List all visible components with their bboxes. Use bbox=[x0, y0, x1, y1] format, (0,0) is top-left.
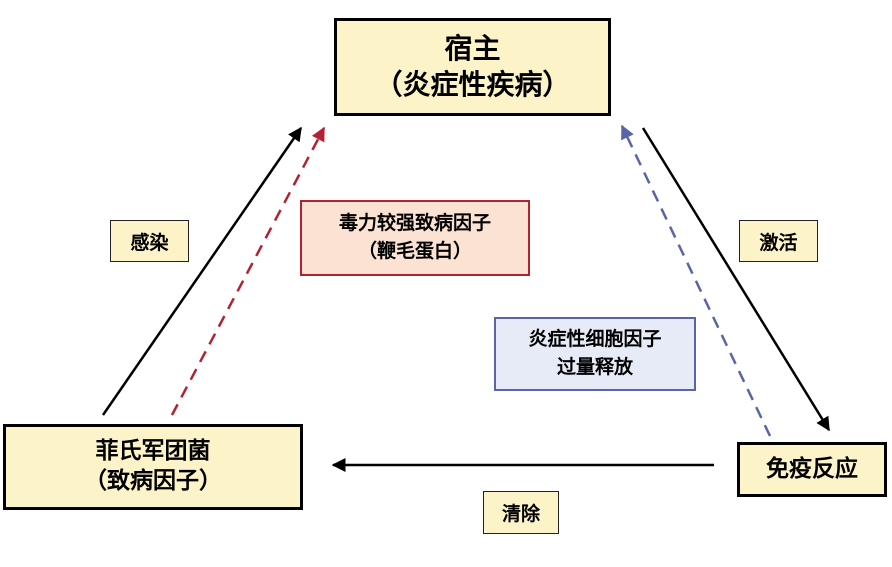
infection-arrow bbox=[101, 126, 303, 416]
activation-label: 激活 bbox=[739, 220, 818, 262]
host-title: 宿主 bbox=[444, 31, 501, 65]
virulence-factor-callout: 毒力较强致病因子 （鞭毛蛋白） bbox=[300, 200, 530, 276]
infection-label: 感染 bbox=[110, 220, 189, 262]
cytokine-dashed-arrow bbox=[620, 124, 772, 437]
bacteria-title: 菲氏军团菌 bbox=[95, 438, 211, 465]
cytokine-callout: 炎症性细胞因子 过量释放 bbox=[494, 317, 696, 391]
bacteria-subtitle: （致病因子） bbox=[84, 468, 222, 494]
immune-response-title: 免疫反应 bbox=[766, 455, 858, 482]
activation-arrow bbox=[641, 127, 831, 432]
virulence-factor-line1: 毒力较强致病因子 bbox=[338, 212, 491, 235]
virulence-factor-line2: （鞭毛蛋白） bbox=[357, 240, 472, 262]
host-subtitle: （炎症性疾病） bbox=[374, 68, 571, 101]
virulence-dashed-arrow bbox=[170, 126, 326, 416]
clearance-label: 清除 bbox=[483, 491, 559, 534]
cytokine-line1: 炎症性细胞因子 bbox=[528, 328, 662, 351]
cytokine-line2: 过量释放 bbox=[556, 356, 633, 378]
host-node: 宿主 （炎症性疾病） bbox=[334, 18, 611, 116]
bacteria-node: 菲氏军团菌 （致病因子） bbox=[3, 424, 303, 510]
immune-response-node: 免疫反应 bbox=[737, 442, 887, 497]
